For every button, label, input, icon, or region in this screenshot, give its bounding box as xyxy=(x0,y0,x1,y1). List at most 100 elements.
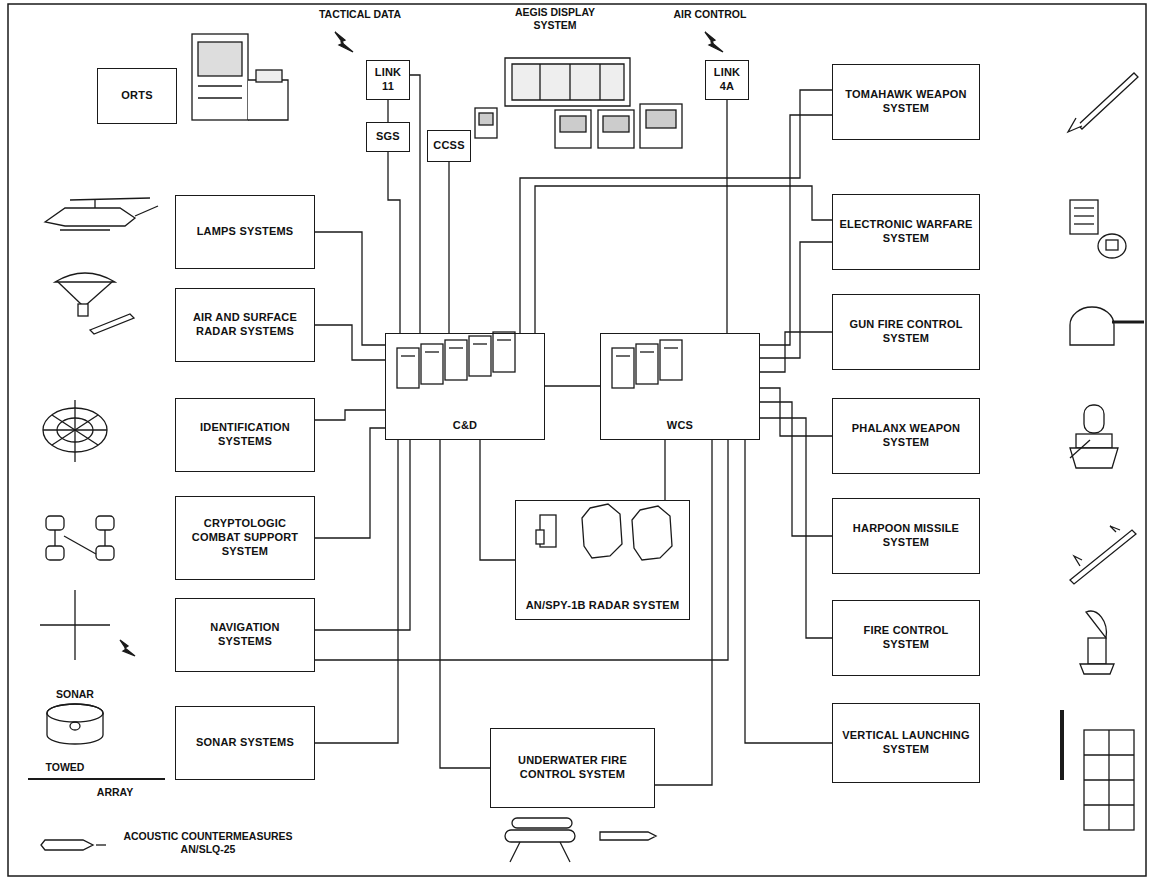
box-label: ELECTRONIC WARFARE SYSTEM xyxy=(839,218,973,246)
system-box: AIR AND SURFACE RADAR SYSTEMS xyxy=(175,288,315,362)
system-box: ELECTRONIC WARFARE SYSTEM xyxy=(832,194,980,270)
box-label: TOMAHAWK WEAPON SYSTEM xyxy=(839,88,973,116)
system-box: LINK 11 xyxy=(366,60,410,100)
connector-line xyxy=(388,152,400,333)
system-box: FIRE CONTROL SYSTEM xyxy=(832,600,980,676)
box-label: PHALANX WEAPON SYSTEM xyxy=(839,422,973,450)
caption-label: TACTICAL DATA xyxy=(290,8,430,21)
ew-equipment xyxy=(1070,200,1126,258)
connector-line xyxy=(760,115,832,345)
connector-line xyxy=(448,162,449,333)
system-box: CRYPTOLOGIC COMBAT SUPPORT SYSTEM xyxy=(175,496,315,580)
box-label: NAVIGATION SYSTEMS xyxy=(182,621,308,649)
connector-line xyxy=(545,385,600,386)
system-box: C&D xyxy=(385,333,545,440)
phalanx-mount xyxy=(1070,405,1118,468)
system-box: ORTS xyxy=(97,68,177,124)
system-box: WCS xyxy=(600,333,760,440)
connector-line xyxy=(315,440,728,660)
system-box: NAVIGATION SYSTEMS xyxy=(175,598,315,672)
connector-line xyxy=(387,100,388,122)
connector-line xyxy=(760,332,832,372)
box-label: HARPOON MISSILE SYSTEM xyxy=(839,522,973,550)
connector-line xyxy=(440,440,490,768)
caption-label: AIR CONTROL xyxy=(650,8,770,21)
acoustic-countermeasure xyxy=(41,840,106,850)
box-label: SGS xyxy=(376,130,400,144)
lamps-helicopter xyxy=(45,198,158,230)
box-label: ORTS xyxy=(121,89,152,103)
box-label: WCS xyxy=(667,419,693,433)
radio-symbol xyxy=(335,32,353,52)
sonar-dome xyxy=(47,704,103,744)
aegis-display-consoles xyxy=(475,58,682,148)
system-box: IDENTIFICATION SYSTEMS xyxy=(175,398,315,472)
box-label: IDENTIFICATION SYSTEMS xyxy=(182,421,308,449)
crypto-antennas xyxy=(46,516,114,560)
connector-line xyxy=(315,440,398,743)
caption-label: AEGIS DISPLAY SYSTEM xyxy=(495,6,615,32)
navigation-symbol xyxy=(40,590,135,660)
system-box: UNDERWATER FIRE CONTROL SYSTEM xyxy=(490,728,655,808)
connector-line xyxy=(520,90,832,333)
system-box: HARPOON MISSILE SYSTEM xyxy=(832,498,980,574)
towed-array xyxy=(28,778,165,780)
harpoon-missile xyxy=(1070,526,1136,584)
radio-symbol xyxy=(705,32,723,52)
vls-launcher xyxy=(1062,710,1134,830)
system-box: CCSS xyxy=(427,130,471,162)
connector-line xyxy=(315,428,385,538)
system-box: VERTICAL LAUNCHING SYSTEM xyxy=(832,703,980,783)
connector-line xyxy=(655,440,712,785)
system-box: AN/SPY-1B RADAR SYSTEM xyxy=(515,500,690,620)
box-label: AIR AND SURFACE RADAR SYSTEMS xyxy=(182,311,308,339)
box-label: VERTICAL LAUNCHING SYSTEM xyxy=(839,729,973,757)
sonobuoy-parachute xyxy=(55,273,134,334)
box-label: UNDERWATER FIRE CONTROL SYSTEM xyxy=(497,754,648,782)
box-label: LINK 4A xyxy=(712,66,742,94)
caption-label: SONAR xyxy=(40,688,110,701)
connector-line xyxy=(315,410,385,420)
box-label: LAMPS SYSTEMS xyxy=(197,225,294,239)
connector-line xyxy=(664,440,665,500)
system-box: GUN FIRE CONTROL SYSTEM xyxy=(832,294,980,370)
box-label: C&D xyxy=(453,419,477,433)
system-box: SGS xyxy=(366,122,410,152)
box-label: LINK 11 xyxy=(373,66,403,94)
box-label: AN/SPY-1B RADAR SYSTEM xyxy=(526,599,680,613)
system-box: LAMPS SYSTEMS xyxy=(175,195,315,269)
connector-line xyxy=(315,325,385,360)
spy-arrays xyxy=(536,504,672,560)
cd-computers xyxy=(397,332,515,388)
connector-line xyxy=(760,402,832,536)
caption-label: ARRAY xyxy=(80,786,150,799)
orts-console xyxy=(192,34,288,120)
connector-line xyxy=(410,75,420,333)
connector-line xyxy=(726,100,727,333)
box-label: GUN FIRE CONTROL SYSTEM xyxy=(839,318,973,346)
connector-line xyxy=(535,186,832,333)
connector-line xyxy=(315,440,410,630)
frame xyxy=(8,4,1146,876)
fire-control-director xyxy=(1080,611,1114,674)
system-box: SONAR SYSTEMS xyxy=(175,706,315,780)
tomahawk-missile xyxy=(1068,73,1138,132)
system-box: LINK 4A xyxy=(705,60,749,100)
connector-line xyxy=(315,232,385,345)
caption-label: TOWED xyxy=(30,761,100,774)
connector-line xyxy=(480,440,515,560)
caption-label: ACOUSTIC COUNTERMEASURES AN/SLQ-25 xyxy=(108,830,308,856)
box-label: SONAR SYSTEMS xyxy=(196,736,294,750)
system-box: TOMAHAWK WEAPON SYSTEM xyxy=(832,64,980,140)
iff-antenna xyxy=(43,400,107,462)
torpedo-tubes xyxy=(505,818,656,862)
connector-line xyxy=(760,418,832,638)
box-label: FIRE CONTROL SYSTEM xyxy=(839,624,973,652)
box-label: CRYPTOLOGIC COMBAT SUPPORT SYSTEM xyxy=(182,517,308,558)
system-box: PHALANX WEAPON SYSTEM xyxy=(832,398,980,474)
gun-mount xyxy=(1070,307,1144,345)
wcs-computers xyxy=(612,340,682,388)
box-label: CCSS xyxy=(433,139,464,153)
connector-line xyxy=(745,440,832,743)
